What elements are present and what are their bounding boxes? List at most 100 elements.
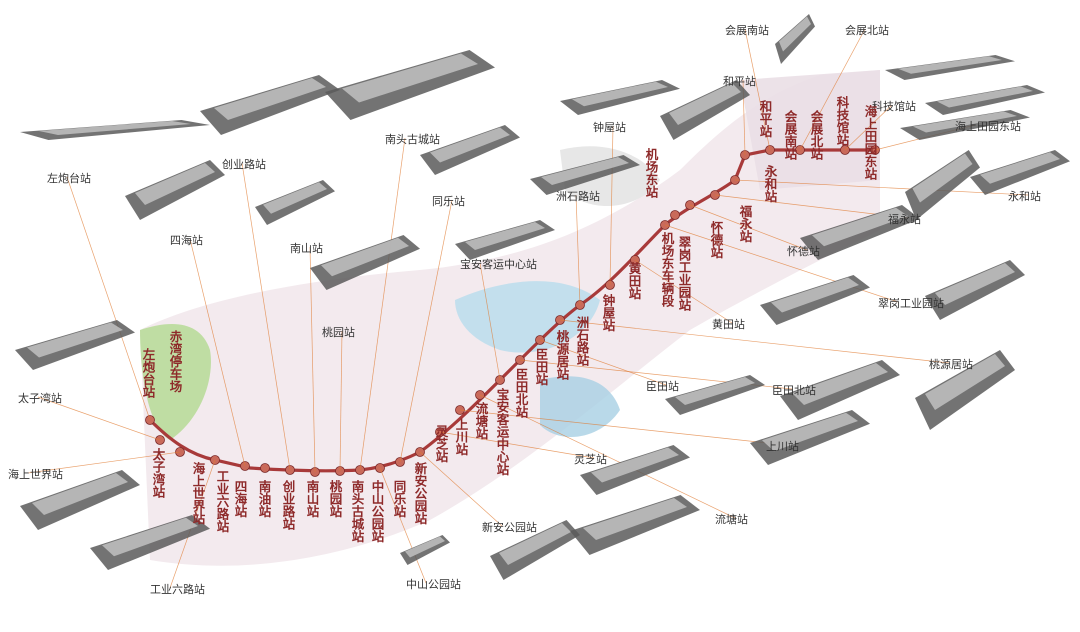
route-label-chuangyelu: 创业路站 xyxy=(281,479,296,531)
route-label-tongle: 同乐站 xyxy=(392,480,407,518)
callout-line-haishangshijie xyxy=(27,451,181,474)
station-dots xyxy=(145,145,880,477)
station-label-lingzhi: 灵芝站 xyxy=(574,452,607,466)
route-label-liutang: 流塘站 xyxy=(474,401,489,440)
callout-line-zhongwu xyxy=(609,125,614,286)
station-model-nantouguchang xyxy=(325,50,495,120)
station-model-nanshan xyxy=(255,180,335,225)
route-label-baoankeyun: 宝安客运中心站 xyxy=(495,387,510,476)
route-label-shangchuan: 上川站 xyxy=(454,417,469,456)
station-label-sihai: 四海站 xyxy=(170,233,203,247)
callout-line-lingzhi xyxy=(439,431,595,459)
station-model-zuopaotai xyxy=(20,120,210,140)
station-model-sihai xyxy=(125,160,225,220)
station-model-kejiguan xyxy=(925,85,1045,115)
route-label-zhoushilu: 洲石路站 xyxy=(575,316,590,367)
route-label-taoyuan: 桃园站 xyxy=(328,479,343,518)
route-label-lingzhi: 灵芝站 xyxy=(434,424,449,463)
route-label-chentian: 臣田站 xyxy=(534,348,549,386)
callout-line-nantouguchang xyxy=(359,137,406,471)
station-model-lingzhi xyxy=(580,445,690,495)
route-label-huizhanbei: 会展北站 xyxy=(809,109,824,161)
callout-line-chentian xyxy=(539,339,667,386)
route-label-huangtian: 黄田站 xyxy=(627,261,642,300)
station-model-baoankeyun xyxy=(455,220,555,260)
station-model-taoyuan xyxy=(310,235,420,290)
station-model-yonghe xyxy=(970,150,1070,195)
station-label-zhoushilu: 洲石路站 xyxy=(556,189,600,203)
station-label-zhongshangongyuan: 中山公园站 xyxy=(406,577,461,591)
route-label-cuigang: 翠岗工业园站 xyxy=(677,236,692,312)
callout-line-huizhannan xyxy=(744,28,771,151)
callout-line-yonghe xyxy=(734,179,1029,196)
station-label-tongle: 同乐站 xyxy=(432,194,465,208)
callout-line-huangtian xyxy=(634,259,733,324)
route-label-haishangshijie: 海上世界站 xyxy=(191,461,206,525)
route-label-yonghe: 永和站 xyxy=(763,164,778,203)
station-label-zuopaotai: 左炮台站 xyxy=(47,171,91,185)
route-label-taiziwan: 太子湾站 xyxy=(151,447,166,499)
callout-line-sihai xyxy=(189,238,246,467)
callout-line-zuopaotai xyxy=(66,176,151,421)
station-model-chuangyelu xyxy=(200,75,340,135)
station-model-shangchuan xyxy=(750,410,870,465)
callout-line-tongle xyxy=(399,199,453,463)
callout-line-xinangongyuan xyxy=(419,451,503,527)
route-label-chentianbei: 臣田北站 xyxy=(514,368,529,419)
callout-line-liutang xyxy=(479,394,736,519)
station-label-huaide: 怀德站 xyxy=(787,244,820,258)
station-model-haishangshijie xyxy=(20,470,140,530)
station-label-huizhanbei: 会展北站 xyxy=(845,23,889,37)
station-model-cuigang xyxy=(925,260,1025,320)
callout-line-huizhanbei xyxy=(799,28,866,151)
station-label-xinangongyuan: 新安公园站 xyxy=(482,520,537,534)
station-label-haishangtianyuandong: 海上田园东站 xyxy=(955,119,1021,133)
route-label-huizhannan: 会展南站 xyxy=(783,109,798,161)
callout-line-zhongshangongyuan xyxy=(379,467,427,584)
callout-line-kejiguan xyxy=(844,104,893,151)
station-label-heping: 和平站 xyxy=(723,74,756,88)
callout-line-taiziwan xyxy=(37,396,161,441)
station-model-zhongwu xyxy=(560,80,680,115)
route-label-fuyong: 福永站 xyxy=(738,204,753,243)
station-dot-nanyou xyxy=(260,463,270,473)
callout-line-nanshan xyxy=(309,246,316,473)
station-label-huizhannan: 会展南站 xyxy=(725,23,769,37)
route-label-sihai: 四海站 xyxy=(233,480,248,518)
depot-label-depot2: 机场东车辆段 xyxy=(660,231,675,308)
station-label-zhongwu: 钟屋站 xyxy=(593,120,626,134)
station-label-taiziwan: 太子湾站 xyxy=(18,391,62,405)
station-label-nanshan: 南山站 xyxy=(290,241,323,255)
station-model-huaide xyxy=(800,205,920,260)
route-label-jichangdong: 机场东站 xyxy=(644,147,659,199)
callout-line-shangchuan xyxy=(459,409,787,446)
station-dot-jichangdong xyxy=(670,210,680,220)
station-label-chentian: 臣田站 xyxy=(646,379,679,393)
callout-line-zhoushilu xyxy=(575,194,581,306)
route-label-zhongwu: 钟屋站 xyxy=(601,293,616,332)
station-model-xinangongyuan xyxy=(490,520,580,580)
station-model-chentian xyxy=(665,375,765,415)
route-label-taoyuanju: 桃源居站 xyxy=(555,329,570,381)
station-label-haishangshijie: 海上世界站 xyxy=(8,467,63,481)
station-label-liutang: 流塘站 xyxy=(715,512,748,526)
route-label-gongyeliulu: 工业六路站 xyxy=(215,470,230,533)
station-model-gongyeliulu xyxy=(90,515,210,570)
station-label-cuigang: 翠岗工业园站 xyxy=(878,296,944,310)
route-label-huaide: 怀德站 xyxy=(709,220,724,259)
route-label-heping: 和平站 xyxy=(758,99,773,138)
station-model-liutang xyxy=(570,495,700,555)
station-label-huangtian: 黄田站 xyxy=(712,317,745,331)
callout-line-baoankeyun xyxy=(479,262,501,381)
station-model-haishangtianyuandong xyxy=(900,110,1030,140)
station-label-gongyeliulu: 工业六路站 xyxy=(150,582,205,596)
station-label-shangchuan: 上川站 xyxy=(766,439,799,453)
vertical-route-labels: 左炮台站太子湾站海上世界站工业六路站四海站南油站创业路站南山站桃园站南头古城站中… xyxy=(141,95,878,543)
route-label-nanshan: 南山站 xyxy=(305,479,320,518)
station-model-fuyong xyxy=(905,150,980,220)
station-label-yonghe: 永和站 xyxy=(1008,189,1041,203)
station-model-huangtian xyxy=(760,275,870,325)
base-map xyxy=(140,70,880,566)
